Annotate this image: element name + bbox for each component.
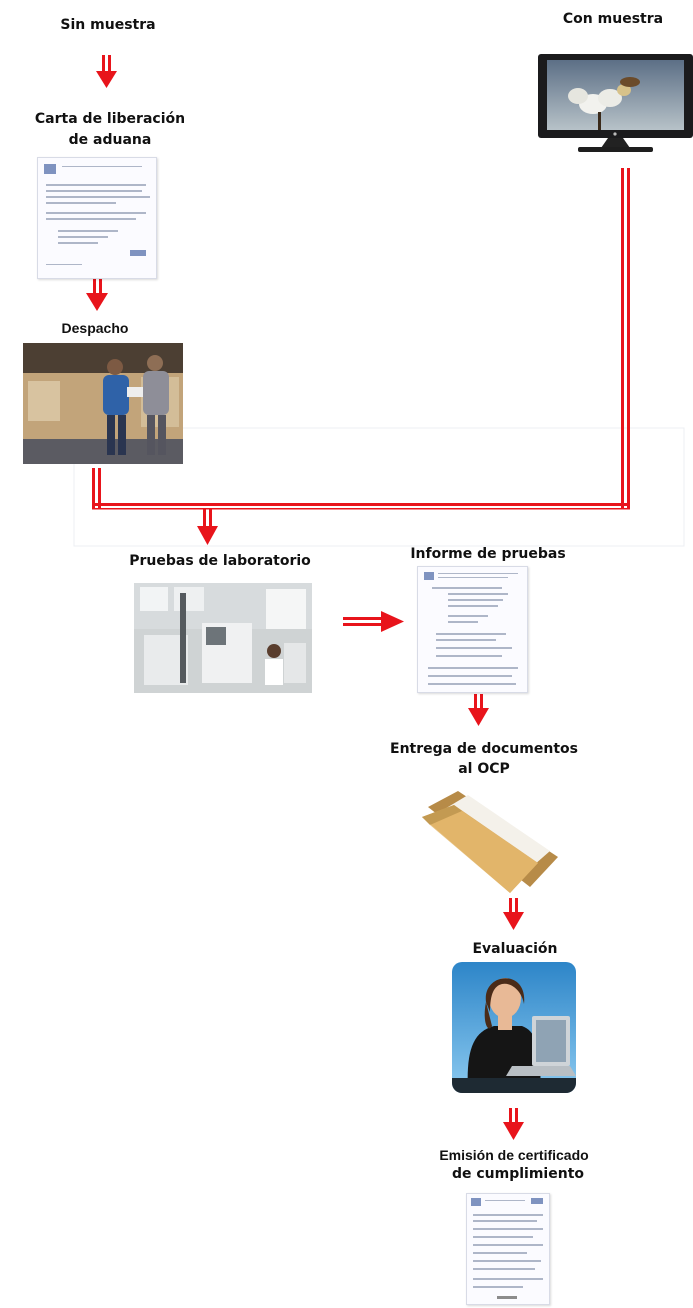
person-at-laptop-photo bbox=[452, 962, 576, 1093]
label-emision-line1: Emisión de certificado bbox=[439, 1147, 589, 1163]
label-despacho: Despacho bbox=[61, 320, 129, 336]
label-pruebas: Pruebas de laboratorio bbox=[129, 553, 311, 569]
certificate-document-icon bbox=[466, 1193, 550, 1305]
label-entrega-line2: al OCP bbox=[458, 761, 510, 777]
label-informe: Informe de pruebas bbox=[410, 546, 566, 562]
arrow-sin-to-carta bbox=[96, 55, 117, 88]
label-carta-line1: Carta de liberación bbox=[34, 111, 186, 127]
line-con-muestra-down bbox=[621, 168, 630, 508]
arrow-merge-to-pruebas bbox=[197, 509, 218, 545]
arrow-entrega-to-evaluacion bbox=[503, 898, 524, 930]
tv-monitor-icon bbox=[538, 52, 693, 157]
arrow-pruebas-to-informe bbox=[343, 611, 404, 632]
label-evaluacion: Evaluación bbox=[472, 941, 558, 957]
label-entrega-line1: Entrega de documentos bbox=[390, 741, 578, 757]
arrow-evaluacion-to-emision bbox=[503, 1108, 524, 1140]
label-carta-line2: de aduana bbox=[68, 132, 152, 148]
laboratory-photo bbox=[134, 583, 312, 693]
warehouse-photo bbox=[23, 343, 183, 464]
merge-area-frame bbox=[73, 427, 685, 547]
folder-icon bbox=[418, 787, 561, 898]
report-document-icon bbox=[417, 566, 528, 693]
line-merge-horizontal bbox=[92, 503, 630, 510]
document-icon bbox=[37, 157, 157, 279]
label-emision-line2: de cumplimiento bbox=[451, 1166, 585, 1182]
line-despacho-down bbox=[92, 468, 101, 508]
arrow-informe-to-entrega bbox=[468, 694, 489, 726]
label-con-muestra: Con muestra bbox=[562, 11, 664, 27]
label-sin-muestra: Sin muestra bbox=[60, 17, 156, 33]
arrow-carta-to-despacho bbox=[86, 279, 108, 311]
